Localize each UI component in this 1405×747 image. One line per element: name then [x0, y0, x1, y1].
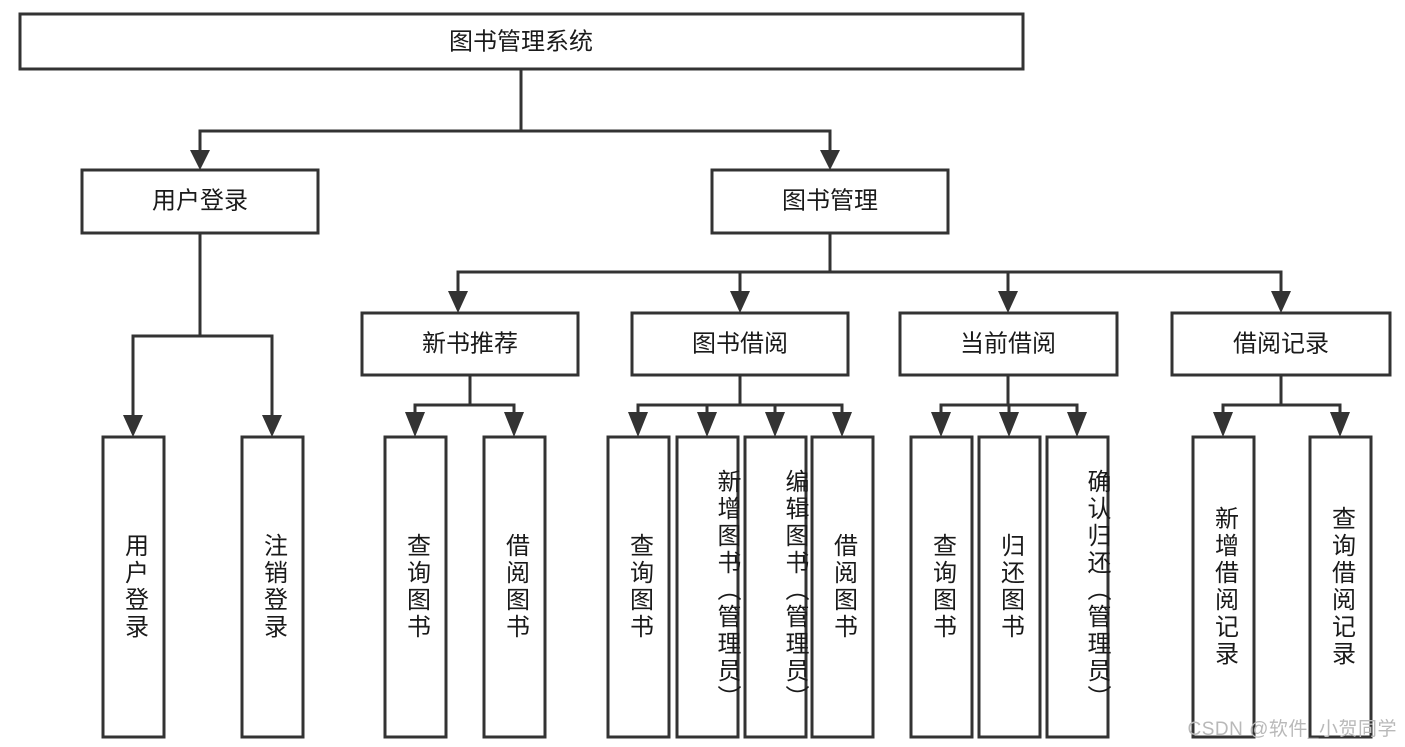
node-box[interactable]	[898, 311, 1119, 377]
arrow-head-icon	[730, 291, 750, 313]
node-box[interactable]	[80, 168, 320, 235]
node-box[interactable]	[710, 168, 950, 235]
node-label: 图书管理	[782, 187, 878, 214]
node-box[interactable]	[1191, 435, 1256, 739]
node-leaf-add-book[interactable]	[675, 435, 740, 739]
node-box[interactable]	[383, 435, 448, 739]
node-box[interactable]	[810, 435, 875, 739]
connector-book-manage-to-level3	[448, 231, 1291, 313]
node-box[interactable]	[18, 12, 1025, 71]
node-leaf-borrow-book-1[interactable]	[482, 435, 547, 739]
connector-user-login-to-leaves	[123, 231, 282, 437]
node-leaf-query-book-3[interactable]	[909, 435, 974, 739]
node-box[interactable]	[1308, 435, 1373, 739]
node-box[interactable]	[977, 435, 1042, 739]
arrow-head-icon	[999, 412, 1019, 437]
node-leaf-edit-book[interactable]	[743, 435, 808, 739]
node-current-borrow[interactable]: 当前借阅	[898, 311, 1119, 377]
arrow-head-icon	[832, 412, 852, 437]
node-box[interactable]	[675, 435, 740, 739]
node-box[interactable]	[630, 311, 850, 377]
node-label: 用户登录	[152, 187, 248, 214]
node-leaf-query-book-1[interactable]	[383, 435, 448, 739]
watermark: CSDN @软件_小贺同学	[1187, 719, 1397, 740]
arrow-head-icon	[998, 291, 1018, 313]
arrow-head-icon	[628, 412, 648, 437]
node-book-borrow[interactable]: 图书借阅	[630, 311, 850, 377]
node-label: 新书推荐	[422, 330, 518, 357]
node-box[interactable]	[240, 435, 305, 739]
node-label: 图书借阅	[692, 330, 788, 357]
node-book-manage[interactable]: 图书管理	[710, 168, 950, 235]
arrow-head-icon	[123, 415, 143, 437]
node-root[interactable]: 图书管理系统	[18, 12, 1025, 71]
node-leaf-add-record[interactable]	[1191, 435, 1256, 739]
node-box[interactable]	[1045, 435, 1110, 739]
connector-new-book-rec-to-leaves	[405, 373, 524, 437]
arrow-head-icon	[697, 412, 717, 437]
arrow-head-icon	[504, 412, 524, 437]
node-box[interactable]	[360, 311, 580, 377]
arrow-head-icon	[1213, 412, 1233, 437]
node-new-book-rec[interactable]: 新书推荐	[360, 311, 580, 377]
arrow-head-icon	[405, 412, 425, 437]
arrow-head-icon	[765, 412, 785, 437]
arrow-head-icon	[1271, 291, 1291, 313]
node-leaf-query-book-2[interactable]	[606, 435, 671, 739]
node-box[interactable]	[482, 435, 547, 739]
node-box[interactable]	[909, 435, 974, 739]
arrow-head-icon	[190, 150, 210, 170]
arrow-head-icon	[262, 415, 282, 437]
node-label: 当前借阅	[960, 330, 1056, 357]
arrow-head-icon	[820, 150, 840, 170]
connector-current-borrow-to-leaves	[931, 373, 1087, 437]
node-box[interactable]	[1170, 311, 1392, 377]
node-label: 图书管理系统	[449, 28, 593, 55]
node-user-login[interactable]: 用户登录	[80, 168, 320, 235]
node-leaf-borrow-book-2[interactable]	[810, 435, 875, 739]
arrow-head-icon	[448, 291, 468, 313]
node-leaf-return-book[interactable]	[977, 435, 1042, 739]
node-box[interactable]	[743, 435, 808, 739]
node-label: 借阅记录	[1233, 330, 1329, 357]
connector-root-to-level2	[190, 67, 840, 170]
node-leaf-query-record[interactable]	[1308, 435, 1373, 739]
connector-book-borrow-to-leaves	[628, 373, 852, 437]
node-leaf-user-login[interactable]	[101, 435, 166, 739]
node-leaf-confirm-return[interactable]	[1045, 435, 1110, 739]
arrow-head-icon	[1067, 412, 1087, 437]
node-box[interactable]	[606, 435, 671, 739]
node-borrow-record[interactable]: 借阅记录	[1170, 311, 1392, 377]
connector-borrow-record-to-leaves	[1213, 373, 1350, 437]
node-leaf-user-logout[interactable]	[240, 435, 305, 739]
node-box[interactable]	[101, 435, 166, 739]
arrow-head-icon	[931, 412, 951, 437]
arrow-head-icon	[1330, 412, 1350, 437]
